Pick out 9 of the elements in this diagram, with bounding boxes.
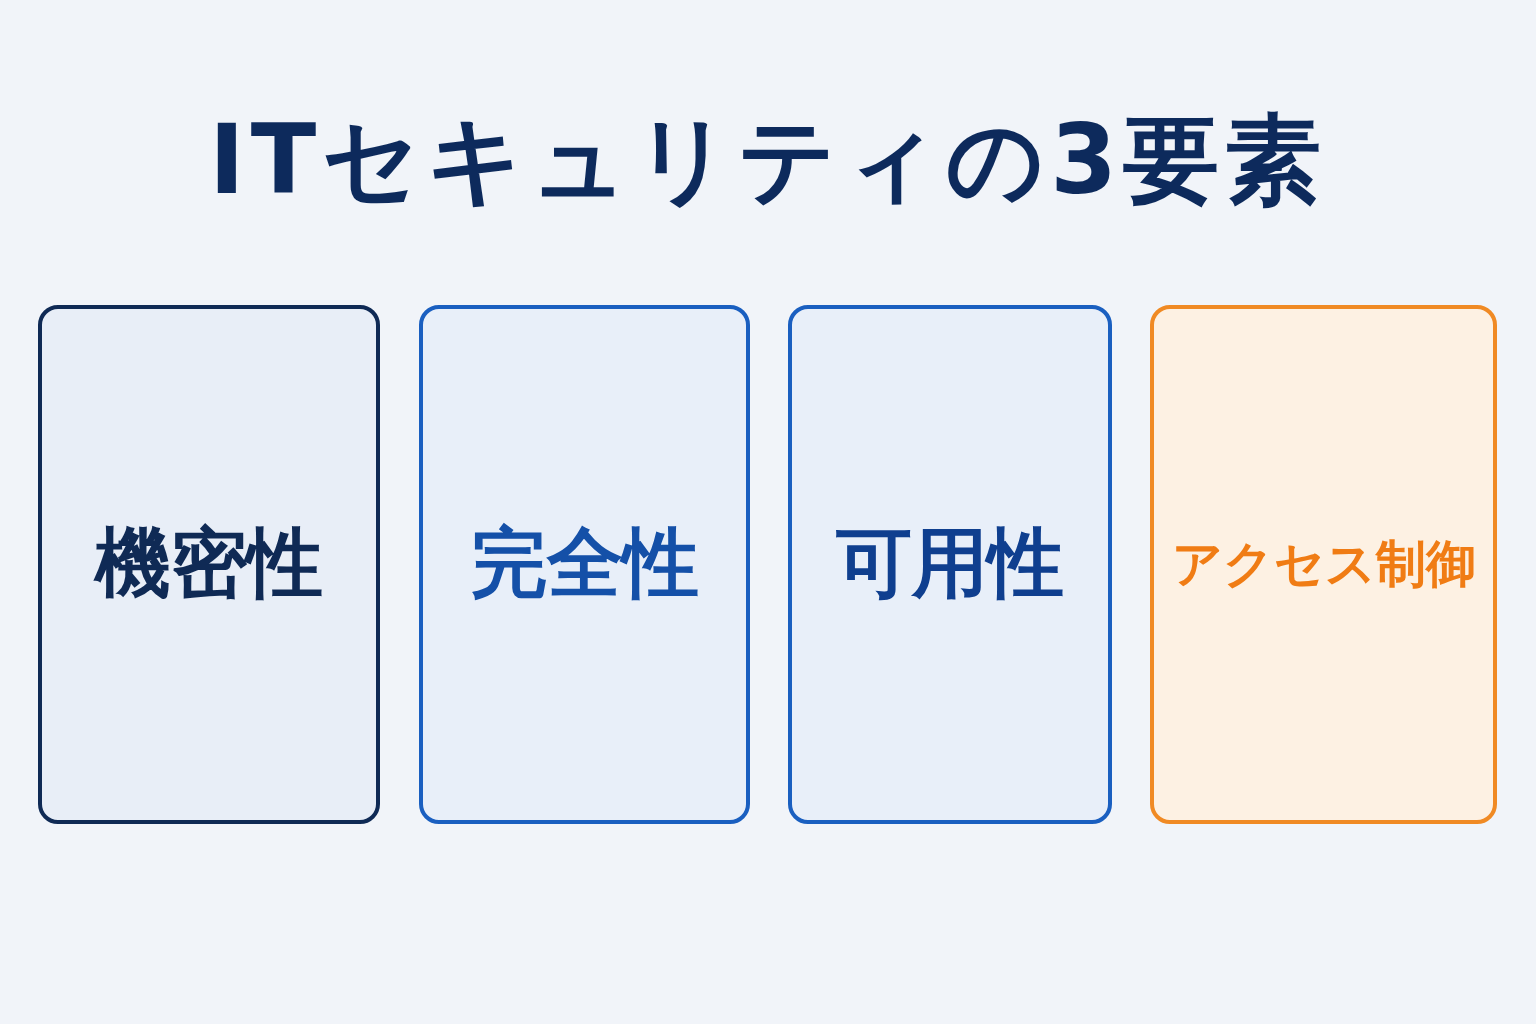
card-label: アクセス制御: [1171, 534, 1476, 595]
category-card: [419, 305, 750, 824]
category-card: [1150, 305, 1497, 824]
card-label: 機密性: [95, 517, 323, 609]
category-card: [38, 305, 380, 824]
category-card: [788, 305, 1112, 824]
card-label: 完全性: [470, 517, 699, 609]
card-label: 可用性: [836, 517, 1064, 609]
title: ITセキュリティの3要素: [209, 104, 1327, 216]
